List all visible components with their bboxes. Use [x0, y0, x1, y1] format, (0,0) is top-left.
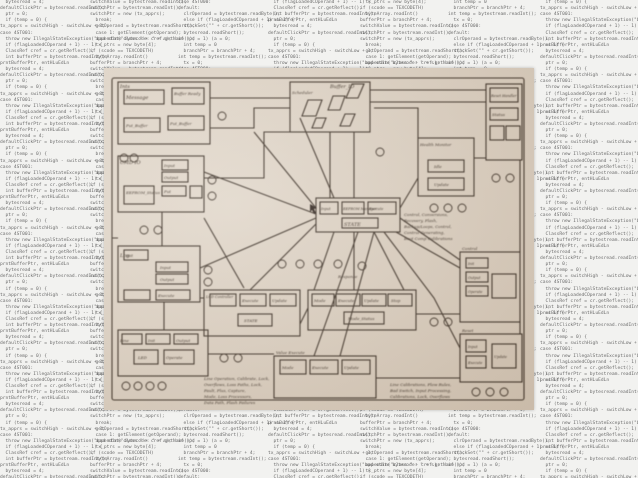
svg-text:Stop: Stop	[391, 298, 401, 303]
svg-text:Output: Output	[160, 277, 175, 282]
svg-text:Execute: Execute	[311, 365, 329, 370]
svg-text:Line Calibrations, Flow Rules,: Line Calibrations, Flow Rules,	[389, 382, 451, 387]
code-column: ptr = 0; if (temp = 0) { tx_apprs = swit…	[540, 0, 638, 478]
svg-text:Operate: Operate	[166, 355, 183, 360]
svg-text:EEPROM_Status: EEPROM_Status	[125, 190, 160, 195]
svg-text:Line: Line	[119, 338, 130, 343]
svg-text:Calibrations, Lock, Overflows: Calibrations, Lock, Overflows	[390, 394, 450, 399]
svg-text:Mode: Mode	[281, 365, 294, 370]
svg-text:Output: Output	[468, 276, 481, 280]
block-interrupts	[117, 81, 211, 145]
block-mode	[307, 289, 417, 331]
svg-text:Operate: Operate	[468, 290, 482, 294]
svg-text:Put_Buffer: Put_Buffer	[125, 123, 149, 128]
cursor-mark	[310, 204, 317, 214]
block-mid-left	[117, 245, 201, 303]
label-interrupts: Ints	[119, 84, 130, 90]
svg-text:Mode: Mode	[313, 298, 326, 303]
svg-text:Buffer Ready: Buffer Ready	[173, 91, 201, 96]
svg-text:Log: Log	[119, 253, 130, 259]
block-right-low	[459, 333, 523, 383]
svg-text:Update: Update	[494, 355, 507, 359]
svg-text:Health Monitor: Health Monitor	[419, 142, 452, 147]
block-bottom-mid	[273, 355, 377, 399]
svg-text:Init: Init	[147, 338, 155, 343]
svg-text:EEPROM Manager: EEPROM Manager	[342, 207, 377, 211]
svg-text:Input: Input	[467, 345, 478, 349]
sub-message	[123, 89, 165, 105]
block-diagram: Ints Message Buffer Ready Put_Buffer Put…	[111, 77, 525, 405]
svg-text:Init: Init	[467, 262, 475, 266]
svg-text:Init: Init	[125, 253, 133, 258]
svg-text:Buffer_IO: Buffer_IO	[329, 84, 354, 90]
svg-text:CMD IO: CMD IO	[120, 160, 141, 166]
svg-text:Update: Update	[344, 365, 359, 370]
svg-text:Update: Update	[272, 298, 287, 303]
diagram-photo: Ints Message Buffer Ready Put_Buffer Put…	[104, 68, 534, 410]
svg-text:Mode_Status: Mode_Status	[347, 316, 374, 321]
svg-text:Recovery, Flash,: Recovery, Flash,	[403, 218, 437, 223]
block-lcd	[203, 289, 301, 337]
svg-text:Execute: Execute	[337, 298, 355, 303]
svg-text:Boot Comp Calibrations: Boot Comp Calibrations	[403, 236, 453, 241]
svg-text:Input: Input	[163, 163, 175, 168]
svg-text:Input: Input	[320, 207, 331, 211]
svg-text:Execute: Execute	[368, 207, 383, 211]
block-ios	[417, 137, 475, 197]
svg-text:Mode, Loss Processors,: Mode, Loss Processors,	[203, 394, 252, 399]
block-right-mid	[459, 251, 521, 323]
svg-text:Input: Input	[159, 265, 171, 270]
diagram-frame	[111, 77, 525, 401]
svg-text:LED: LED	[137, 355, 148, 360]
svg-text:Control Generating,: Control Generating,	[404, 230, 445, 235]
svg-text:Backup/Loops, Control,: Backup/Loops, Control,	[403, 224, 452, 229]
svg-text:Control, Conversions,: Control, Conversions,	[404, 212, 448, 217]
svg-text:Idle: Idle	[433, 164, 442, 169]
svg-text:Update: Update	[364, 298, 379, 303]
svg-text:Execute: Execute	[467, 361, 482, 365]
svg-text:Execute: Execute	[241, 298, 259, 303]
svg-text:STATE: STATE	[344, 222, 361, 228]
svg-text:Value Execute: Value Execute	[276, 350, 305, 355]
svg-text:Status: Status	[492, 112, 505, 117]
svg-text:Output: Output	[164, 175, 179, 180]
svg-text:Line Operation, Calibrate, Loc: Line Operation, Calibrate, Lock,	[203, 376, 269, 381]
code-column: prntBufferPtr, entHLuEdLn bytesread = 4;…	[0, 0, 172, 478]
svg-text:Fault, Plus, Capture,: Fault, Plus, Capture,	[203, 388, 246, 393]
svg-text:STATE: STATE	[244, 318, 258, 323]
svg-text:Scheduler: Scheduler	[292, 90, 314, 95]
svg-text:Put_Buffer: Put_Buffer	[169, 121, 193, 126]
svg-text:Bad Switch, Input Processing,: Bad Switch, Input Processing,	[389, 388, 451, 393]
svg-text:LCD Controller: LCD Controller	[205, 295, 233, 299]
svg-text:Response: Response	[337, 274, 358, 279]
block-ctrl	[117, 155, 205, 213]
svg-text:Data Path, Flash Failures: Data Path, Flash Failures	[203, 400, 255, 405]
svg-text:Execute: Execute	[157, 293, 175, 298]
svg-text:Reset: Reset	[461, 328, 474, 333]
svg-text:Message: Message	[125, 95, 148, 101]
svg-text:Put: Put	[163, 189, 171, 194]
svg-text:Reset Handler: Reset Handler	[490, 94, 517, 98]
svg-text:Output: Output	[176, 338, 191, 343]
block-bottom-left	[117, 329, 209, 377]
svg-text:Update: Update	[434, 182, 449, 187]
block-right-top	[485, 83, 523, 161]
svg-text:Control: Control	[462, 246, 478, 251]
svg-text:Overflows, Loss Paths, Lock,: Overflows, Loss Paths, Lock,	[204, 382, 262, 387]
